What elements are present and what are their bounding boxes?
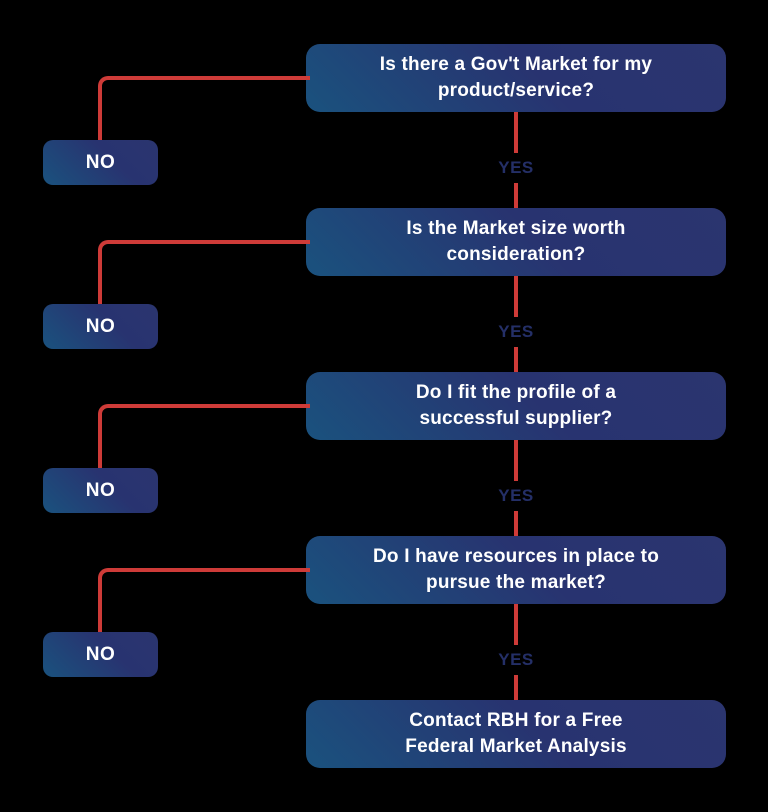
question-line: Do I have resources in place to: [372, 546, 660, 567]
question-line: product/service?: [437, 80, 595, 101]
question-text: Do I have resources in place to pursue t…: [373, 544, 659, 596]
question-box-4: Do I have resources in place to pursue t…: [306, 536, 726, 604]
no-box-2: NO: [43, 304, 158, 349]
decision-row-1: Is there a Gov't Market for my product/s…: [0, 44, 768, 208]
no-connector-line: [98, 404, 310, 472]
result-row: Contact RBH for a Free Federal Market An…: [0, 700, 768, 768]
question-text: Is the Market size worth consideration?: [406, 216, 625, 268]
no-label: NO: [85, 479, 116, 501]
decision-row-3: Do I fit the profile of a successful sup…: [0, 372, 768, 536]
question-line: successful supplier?: [419, 408, 613, 429]
no-connector-line: [98, 76, 310, 144]
question-box-3: Do I fit the profile of a successful sup…: [306, 372, 726, 440]
no-label: NO: [85, 643, 116, 665]
no-box-1: NO: [43, 140, 158, 185]
decision-row-2: Is the Market size worth consideration? …: [0, 208, 768, 372]
question-box-2: Is the Market size worth consideration?: [306, 208, 726, 276]
yes-label: YES: [486, 481, 546, 511]
no-label: NO: [85, 151, 116, 173]
yes-label: YES: [486, 317, 546, 347]
result-line: Federal Market Analysis: [405, 736, 627, 757]
question-line: Is the Market size worth: [406, 218, 626, 239]
question-line: pursue the market?: [426, 572, 606, 593]
question-box-1: Is there a Gov't Market for my product/s…: [306, 44, 726, 112]
question-line: Is there a Gov't Market for my: [379, 54, 653, 75]
result-box: Contact RBH for a Free Federal Market An…: [306, 700, 726, 768]
no-connector-line: [98, 240, 310, 308]
no-box-3: NO: [43, 468, 158, 513]
decision-row-4: Do I have resources in place to pursue t…: [0, 536, 768, 700]
question-text: Is there a Gov't Market for my product/s…: [380, 52, 652, 104]
result-line: Contact RBH for a Free: [409, 710, 623, 731]
question-line: consideration?: [446, 244, 586, 265]
no-label: NO: [85, 315, 116, 337]
question-text: Do I fit the profile of a successful sup…: [416, 380, 616, 432]
yes-label: YES: [486, 645, 546, 675]
question-line: Do I fit the profile of a: [415, 382, 617, 403]
yes-label: YES: [486, 153, 546, 183]
result-text: Contact RBH for a Free Federal Market An…: [405, 708, 626, 760]
no-box-4: NO: [43, 632, 158, 677]
no-connector-line: [98, 568, 310, 636]
